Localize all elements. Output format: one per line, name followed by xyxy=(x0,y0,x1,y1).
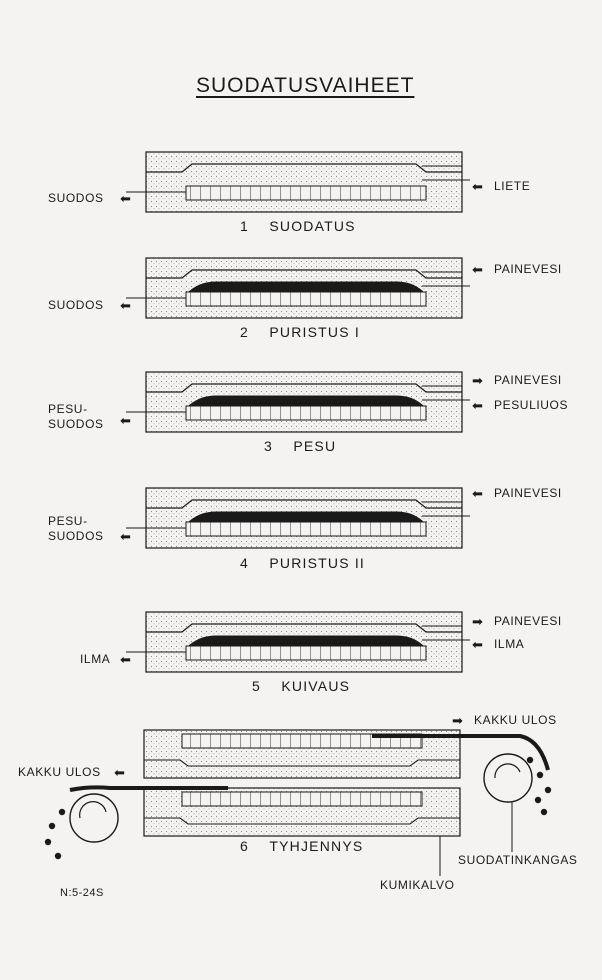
step-4-caption: 4 PURISTUS II xyxy=(240,555,366,571)
rubber-membrane xyxy=(146,623,462,633)
rubber-membrane xyxy=(144,817,460,825)
step-3-caption: 3 PESU xyxy=(264,438,337,454)
label-ilma-out: ILMA xyxy=(80,652,111,666)
diagram-title: SUODATUSVAIHEET xyxy=(196,74,415,97)
step-5-caption: 5 KUIVAUS xyxy=(252,678,351,694)
label-kakku-ulos-right: KAKKU ULOS xyxy=(474,713,557,727)
filter-cake xyxy=(188,511,424,522)
label-suodatinkangas: SUODATINKANGAS xyxy=(458,853,578,867)
label-kakku-ulos-left: KAKKU ULOS xyxy=(18,765,101,779)
rubber-membrane xyxy=(146,269,462,279)
label-painevesi-2: PAINEVESI xyxy=(494,262,562,276)
label-suodos-3: SUODOS xyxy=(48,417,104,431)
cake-chunk xyxy=(48,822,56,830)
arrow-left-icon: ⬅ xyxy=(120,529,131,544)
figure-code: N:5-24S xyxy=(60,887,104,899)
step-6-caption: 6 TYHJENNYS xyxy=(240,838,364,854)
slurry-layer xyxy=(192,172,420,185)
label-ilma-in: ILMA xyxy=(494,637,525,651)
filter-grid xyxy=(185,291,427,307)
filter-grid xyxy=(185,645,427,661)
roller-right xyxy=(483,753,533,803)
rotation-arrow xyxy=(494,763,521,779)
arrow-left-icon: ⬅ xyxy=(472,262,483,277)
arrow-right-icon: ➡ xyxy=(472,373,483,388)
step-2-caption: 2 PURISTUS I xyxy=(240,324,360,340)
label-liete: LIETE xyxy=(494,179,531,193)
cake-chunk xyxy=(54,852,62,860)
label-suodos-4: SUODOS xyxy=(48,529,104,543)
cake-chunk xyxy=(44,838,52,846)
arrow-left-icon: ⬅ xyxy=(472,486,483,501)
filter-cake xyxy=(188,281,424,292)
arrow-left-icon: ⬅ xyxy=(472,179,483,194)
filter-cake xyxy=(188,635,424,646)
cake-chunk xyxy=(58,808,66,816)
arrow-right-icon: ➡ xyxy=(472,614,483,629)
arrow-left-icon: ⬅ xyxy=(120,298,131,313)
label-painevesi-5: PAINEVESI xyxy=(494,614,562,628)
arrow-left-icon: ⬅ xyxy=(120,413,131,428)
cake-chunk xyxy=(526,756,534,764)
arrow-left-icon: ⬅ xyxy=(472,398,483,413)
label-painevesi-4: PAINEVESI xyxy=(494,486,562,500)
arrow-left-icon: ⬅ xyxy=(472,637,483,652)
label-pesuliuos: PESULIUOS xyxy=(494,398,569,412)
filter-grid xyxy=(181,733,423,749)
label-pesu-3: PESU- xyxy=(48,402,88,416)
label-painevesi-3: PAINEVESI xyxy=(494,373,562,387)
rubber-membrane xyxy=(144,759,460,767)
filter-grid xyxy=(185,405,427,421)
cake-chunk xyxy=(544,786,552,794)
cake-chunk xyxy=(534,796,542,804)
cake-chunk xyxy=(536,771,544,779)
roller-left xyxy=(69,793,119,843)
filter-grid xyxy=(185,185,427,201)
cake-chunk xyxy=(540,808,548,816)
filter-grid xyxy=(181,791,423,807)
arrow-right-icon: ➡ xyxy=(452,713,463,728)
rubber-membrane xyxy=(146,383,462,393)
label-suodos-2: SUODOS xyxy=(48,298,104,312)
arrow-left-icon: ⬅ xyxy=(120,652,131,667)
filter-grid xyxy=(185,521,427,537)
cake-on-cloth xyxy=(372,734,550,771)
label-suodos-1: SUODOS xyxy=(48,191,104,205)
arrow-left-icon: ⬅ xyxy=(114,765,125,780)
step-1-caption: 1 SUODATUS xyxy=(240,218,356,234)
cake-on-cloth xyxy=(69,785,228,792)
label-kumikalvo: KUMIKALVO xyxy=(380,878,455,892)
rubber-membrane xyxy=(146,499,462,509)
rotation-arrow xyxy=(79,801,107,819)
arrow-left-icon: ⬅ xyxy=(120,191,131,206)
rubber-membrane xyxy=(146,163,462,173)
label-pesu-4: PESU- xyxy=(48,514,88,528)
filter-cake xyxy=(188,395,424,406)
